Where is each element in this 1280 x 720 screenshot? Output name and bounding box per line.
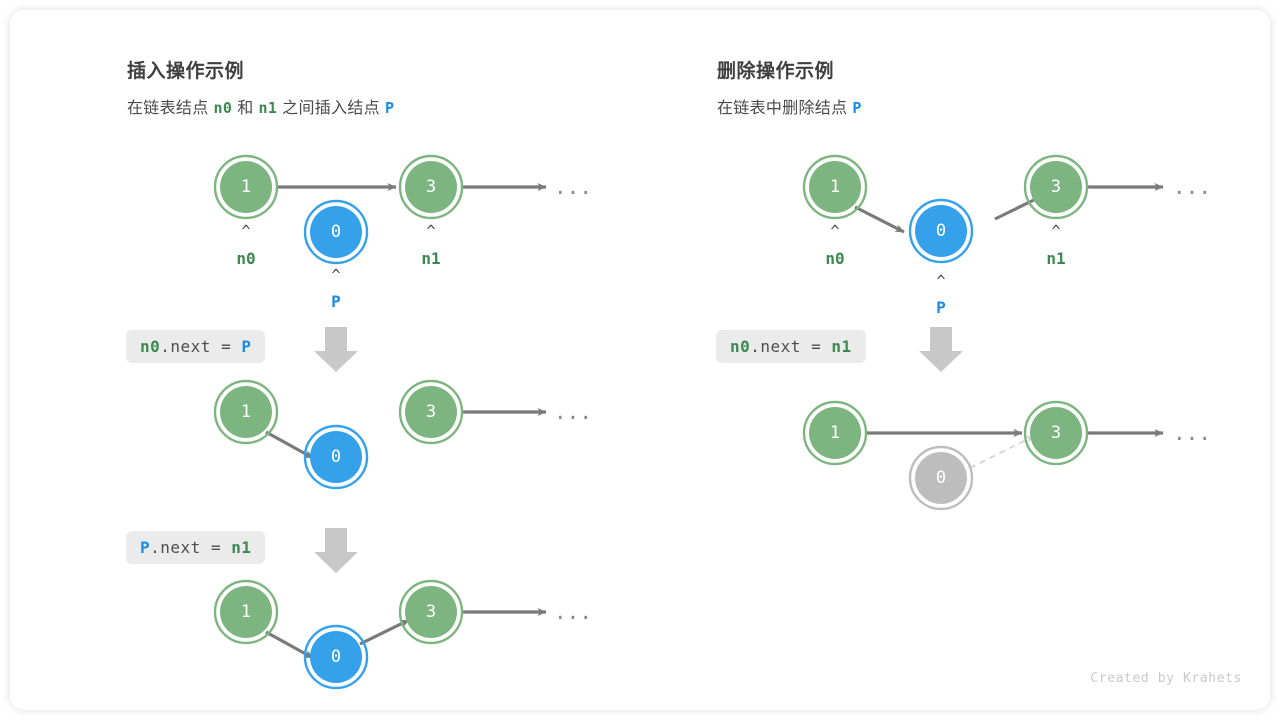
node-green-1: 1 — [802, 154, 868, 220]
node-value: 3 — [426, 177, 436, 197]
node-green-3: 3 — [1023, 154, 1089, 220]
node-value: 0 — [936, 468, 946, 488]
node-value: 1 — [241, 402, 251, 422]
ellipsis-2: ... — [1173, 421, 1211, 445]
code-token-next-assign: .next = — [750, 337, 832, 356]
caret-icon-p: ^ — [331, 266, 340, 284]
node-green-3: 3 — [398, 579, 464, 645]
node-green-1: 1 — [213, 154, 279, 220]
caret-icon-n1: ^ — [426, 222, 435, 240]
down-arrow-icon-step1 — [919, 327, 963, 372]
caret-icon-n1: ^ — [1051, 222, 1060, 240]
code-token-n0: n0 — [140, 337, 161, 356]
node-blue-0: 0 — [908, 198, 974, 264]
node-blue-0: 0 — [303, 424, 369, 490]
ellipsis-1: ... — [1173, 175, 1211, 199]
insert-panel-title: 插入操作示例 — [127, 61, 245, 82]
node-value: 0 — [936, 221, 946, 241]
down-arrow-icon-step1 — [314, 327, 358, 372]
caret-icon-p: ^ — [936, 272, 945, 290]
node-value: 0 — [331, 447, 341, 467]
node-blue-0: 0 — [303, 199, 369, 265]
node-green-3: 3 — [1023, 400, 1089, 466]
node-value: 3 — [426, 402, 436, 422]
node-green-3: 3 — [398, 154, 464, 220]
code-token-next-assign: .next = — [160, 337, 242, 356]
node-label-n0: n0 — [236, 249, 255, 268]
subtitle-text-3: 之间插入结点 — [282, 100, 380, 117]
ellipsis-3: ... — [554, 600, 592, 624]
insert-row-step1: 1 0 3 ... — [213, 379, 592, 490]
code-token-p: P — [241, 337, 252, 356]
node-value: 0 — [331, 647, 341, 667]
subtitle-text-1: 在链表中删除结点 — [717, 100, 848, 117]
node-value: 3 — [1051, 423, 1061, 443]
node-value: 1 — [830, 423, 840, 443]
ellipsis-2: ... — [554, 400, 592, 424]
code-box-step2: P.next = n1 — [126, 531, 266, 564]
code-token-n1: n1 — [231, 538, 252, 557]
arrow-deleted-dashed — [969, 435, 1035, 469]
insert-row-initial: 1 ^ n0 0 ^ P 3 ^ n1 — [213, 154, 592, 311]
code-token-p2: P — [140, 538, 151, 557]
node-gray-0-deleted: 0 — [908, 445, 974, 511]
subtitle-token-p: P — [384, 99, 395, 117]
node-label-n1: n1 — [421, 249, 440, 268]
ellipsis-1: ... — [554, 175, 592, 199]
delete-diagram-svg: 1 ^ n0 0 ^ P 3 ^ n1 ... — [802, 154, 1211, 511]
subtitle-text-1: 在链表结点 — [127, 100, 209, 117]
subtitle-token-p: P — [852, 99, 862, 117]
down-arrow-icon-step2 — [314, 528, 358, 573]
node-label-n0: n0 — [825, 249, 844, 268]
node-value: 0 — [331, 222, 341, 242]
subtitle-token-n0: n0 — [213, 99, 233, 117]
node-label-p: P — [936, 298, 946, 317]
arrow-0-to-3-final — [359, 618, 410, 646]
caret-icon-n0: ^ — [830, 222, 839, 240]
code-box-step1: n0.next = n1 — [716, 330, 866, 363]
delete-row-after: 1 0 3 ... — [802, 400, 1211, 511]
insert-diagram-svg: 1 ^ n0 0 ^ P 3 ^ n1 — [213, 154, 592, 690]
node-green-1: 1 — [213, 379, 279, 445]
node-green-3: 3 — [398, 379, 464, 445]
arrow-n0-to-p — [854, 205, 905, 234]
node-green-1: 1 — [213, 579, 279, 645]
code-token-next-assign2: .next = — [150, 538, 232, 557]
code-box-step1: n0.next = P — [126, 330, 266, 363]
node-value: 1 — [830, 177, 840, 197]
node-value: 3 — [1051, 177, 1061, 197]
subtitle-token-n1: n1 — [258, 99, 278, 117]
credit-text: Created by Krahets — [1090, 671, 1242, 686]
caret-icon-n0: ^ — [241, 222, 250, 240]
node-value: 3 — [426, 602, 436, 622]
node-value: 1 — [241, 177, 251, 197]
delete-row-initial: 1 ^ n0 0 ^ P 3 ^ n1 ... — [802, 154, 1211, 317]
node-value: 1 — [241, 602, 251, 622]
code-token-n1: n1 — [831, 337, 852, 356]
delete-panel-title: 删除操作示例 — [717, 61, 835, 82]
insert-row-step2: 1 0 3 ... — [213, 579, 592, 690]
node-label-p: P — [331, 292, 341, 311]
code-token-n0: n0 — [730, 337, 751, 356]
node-label-n1: n1 — [1046, 249, 1065, 268]
node-blue-0: 0 — [303, 624, 369, 690]
subtitle-text-2: 和 — [237, 100, 254, 117]
node-green-1: 1 — [802, 400, 868, 466]
